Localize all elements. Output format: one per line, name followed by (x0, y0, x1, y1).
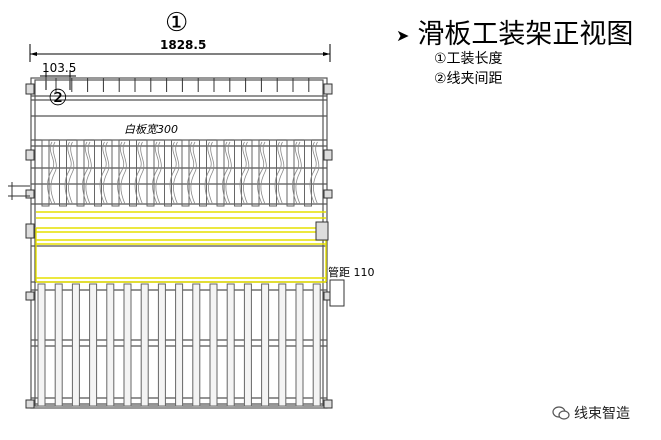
lower-slat (106, 283, 115, 407)
lower-slat (278, 283, 287, 407)
wire-line (242, 141, 250, 205)
upper-slat (251, 139, 260, 207)
dimension-total-length (29, 44, 331, 62)
lower-slat (37, 283, 46, 407)
wire-line (309, 141, 317, 205)
wire-line (85, 141, 92, 205)
wire-line (64, 141, 72, 205)
wire-line (312, 141, 320, 205)
upper-slat (181, 139, 190, 207)
upper-slat (286, 139, 295, 207)
wire-line (117, 141, 125, 205)
wire-line (207, 141, 215, 205)
wire-line (152, 141, 160, 205)
upper-slat (269, 139, 277, 207)
upper-slat (59, 139, 67, 207)
circle-label-1: ① (165, 8, 189, 38)
wire-harness-lines (47, 141, 320, 205)
circle-label-2: ② (48, 86, 68, 111)
wire-line (120, 141, 127, 205)
wire-line (260, 141, 267, 205)
wechat-icon (552, 406, 570, 420)
lower-slat (243, 283, 252, 407)
title-text: 滑板工装架正视图 (417, 19, 634, 50)
wire-line (239, 141, 247, 205)
legend-item-clip-spacing: ②线夹间距 (434, 71, 503, 87)
wire-line (134, 141, 142, 205)
wire-line (47, 141, 55, 205)
lower-slat (89, 283, 98, 407)
wire-line (82, 141, 90, 205)
clip-spacing-label: 103.5 (42, 61, 77, 75)
upper-slat (146, 139, 155, 207)
upper-slat (304, 139, 312, 207)
wire-line (187, 141, 195, 205)
highlight-bands (35, 211, 327, 283)
wire-line (274, 141, 282, 205)
board-width-annotation: 白板宽300 (124, 123, 178, 136)
lower-slat (54, 283, 63, 407)
wire-line (67, 141, 75, 205)
total-length-label: 1828.5 (160, 38, 207, 52)
wire-line (102, 141, 110, 205)
wire-line (50, 141, 57, 205)
lower-slat (312, 283, 321, 407)
pipe-spacing-annotation: 管距 110 (328, 266, 375, 279)
wire-line (137, 141, 145, 205)
wire-line (222, 141, 230, 205)
wire-line (172, 141, 180, 205)
upper-slat (41, 139, 50, 207)
upper-slats (41, 139, 312, 207)
wire-line (190, 141, 197, 205)
wire-line (155, 141, 162, 205)
upper-slat (199, 139, 207, 207)
wire-line (204, 141, 212, 205)
side-brackets (8, 83, 345, 409)
upper-slat (76, 139, 85, 207)
wire-line (225, 141, 232, 205)
upper-slat (94, 139, 102, 207)
lower-slat (71, 283, 80, 407)
lower-slat (226, 283, 235, 407)
lower-slats (37, 283, 321, 407)
bullet-arrow-icon: ➤ (396, 26, 410, 45)
wire-line (277, 141, 285, 205)
wire-line (257, 141, 265, 205)
lower-slat (261, 283, 270, 407)
watermark: 线束智造 (552, 403, 630, 423)
lower-slat (209, 283, 218, 407)
upper-slat (216, 139, 225, 207)
legend-item-tool-length: ①工装长度 (434, 51, 503, 67)
lower-slat (295, 283, 304, 407)
watermark-text: 线束智造 (574, 406, 630, 422)
upper-slat (129, 139, 137, 207)
clip-pins (55, 78, 310, 92)
wire-line (295, 141, 302, 205)
upper-slat (234, 139, 242, 207)
lower-slat (192, 283, 201, 407)
lower-slat (123, 283, 132, 407)
lower-slat (175, 283, 184, 407)
lower-slat (140, 283, 149, 407)
lower-slat (157, 283, 166, 407)
wire-line (292, 141, 300, 205)
page-title: ➤ 滑板工装架正视图 (396, 12, 633, 51)
upper-slat (164, 139, 172, 207)
wire-line (169, 141, 177, 205)
upper-slat (111, 139, 120, 207)
wire-line (99, 141, 107, 205)
